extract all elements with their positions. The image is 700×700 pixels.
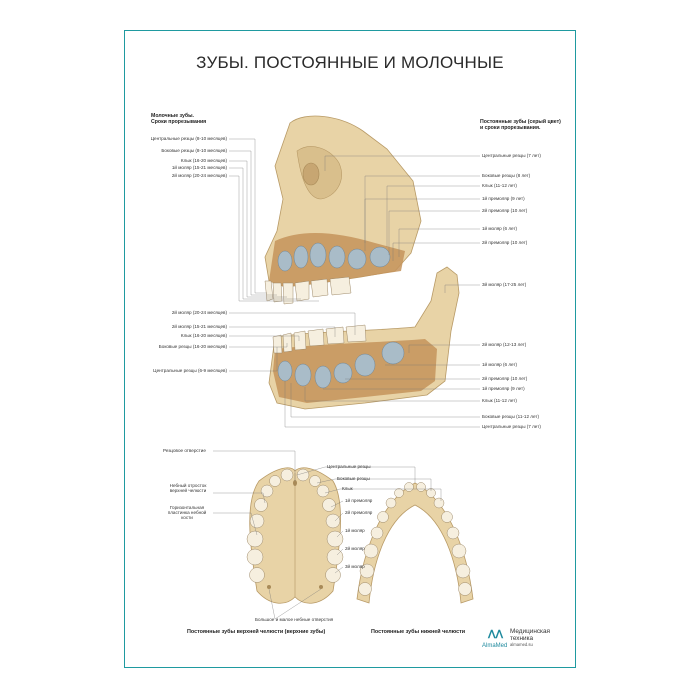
right-heading: Постоянные зубы (серый цвет) и сроки про… [480,119,561,131]
label-primary-lateral-incisor-upper: Боковые резцы (8-10 месяцев) [161,148,227,153]
upper-permanent-buds [277,242,391,272]
brand-logo: ᐱᐱ AlmaMed Медицинская техника almamed.s… [482,628,568,658]
caption-upper-arch: Постоянные зубы верхней челюсти (верхние… [187,629,326,635]
leader-lines-right [284,155,480,428]
label-arch-canine: Клык [342,486,353,491]
logo-line1: Медицинская [510,628,551,635]
maxilla-ridge [296,146,342,200]
label-permanent-second-molar-lower: 2й моляр (12-13 лет) [482,342,527,347]
label-permanent-lateral-incisor-lower: Боковые резцы (11-12 лет) [482,414,540,419]
label-primary-first-molar-lower: 2й моляр (15-21 месяцев) [171,324,227,329]
poster: ЗУБЫ. ПОСТОЯННЫЕ И МОЛОЧНЫЕ Молочные зуб… [124,30,576,668]
label-arch-second-molar: 2й моляр [345,546,365,551]
label-primary-canine-upper: Клык (16-20 месяцев) [180,158,227,163]
label-primary-first-molar-upper: 1й моляр (15-21 месяцев) [171,165,227,170]
label-primary-lateral-incisor-lower: Боковые резцы (16-20 месяцев) [158,344,227,349]
label-palatine-foramina: Большое и малое небные отверстия [255,617,334,622]
almamed-logo-icon: ᐱᐱ [488,629,504,641]
label-arch-central-incisors: Центральные резцы [327,464,371,469]
logo-brand-name: AlmaMed [482,643,508,649]
palatine-foramen-left [267,585,271,589]
label-permanent-canine-upper: Клык (11-12 лет) [482,183,517,188]
label-primary-central-incisor-lower: Центральные резцы (6-9 месяцев) [153,368,227,373]
label-horizontal-plate: Горизонтальная пластинка небной кости [167,505,207,520]
logo-line2: техника [510,635,534,642]
label-primary-second-molar-upper: 2й моляр (20-24 месяцев) [171,173,227,178]
label-permanent-first-premolar-lower: 1й премоляр (9 лет) [482,386,525,391]
right-heading-line: Постоянные зубы (серый цвет) [480,119,561,125]
label-incisive-foramen: Резцовое отверстие [163,448,206,453]
label-permanent-canine-lower: Клык (11-12 лет) [482,398,517,403]
caption-lower-arch: Постоянные зубы нижней челюсти [371,629,466,635]
label-primary-canine-lower: Клык (16-20 месяцев) [180,333,227,338]
label-primary-central-incisor-upper: Центральные резцы (8-10 месяцев) [150,136,227,141]
orbit-hole [302,162,320,186]
upper-arch-teeth [246,468,344,583]
lower-primary-teeth [272,324,367,354]
label-permanent-first-molar-upper: 1й моляр (6 лет) [482,226,518,231]
left-heading-line: Сроки прорезывания [151,119,207,125]
leader-lines-left [229,138,356,372]
label-permanent-third-molar: 3й моляр (17-25 лет) [482,282,527,287]
label-arch-first-molar: 1й моляр [345,528,365,533]
label-permanent-lateral-incisor-upper: Боковые резцы (8 лет) [482,173,531,178]
label-permanent-first-premolar-upper: 1й премоляр (9 лет) [482,196,525,201]
upper-primary-teeth [264,276,352,305]
mandible-arch [356,482,474,604]
left-heading-line: Молочные зубы. [151,113,194,119]
lower-permanent-buds [277,341,405,389]
lower-arch-teeth [358,482,472,596]
leader-lines-bottom [213,450,442,620]
label-palatine-process: Небный отросток верхней челюсти [169,483,207,493]
right-heading-line: и сроки прорезывания. [480,125,541,131]
label-primary-second-molar-lower: 2й моляр (20-24 месяцев) [171,310,227,315]
incisive-foramen [293,480,297,486]
label-arch-third-molar: 3й моляр [345,564,365,569]
label-permanent-central-incisor-upper: Центральные резцы (7 лет) [482,153,541,158]
label-permanent-second-premolar-upper-b: 2й премоляр (10 лет) [482,240,528,245]
label-arch-first-premolar: 1й премоляр [345,498,373,503]
label-arch-lateral-incisors: Боковые резцы [337,476,370,481]
left-heading: Молочные зубы. Сроки прорезывания [151,113,206,125]
logo-url: almamed.su [510,642,533,647]
label-permanent-first-molar-lower: 1й моляр (6 лет) [482,362,518,367]
label-permanent-second-premolar-lower: 2й премоляр (10 лет) [482,376,528,381]
palatine-foramen-right [319,585,323,589]
label-permanent-second-premolar-upper: 2й премоляр (10 лет) [482,208,528,213]
page-title: ЗУБЫ. ПОСТОЯННЫЕ И МОЛОЧНЫЕ [196,53,504,72]
dental-illustration [213,115,480,620]
label-arch-second-premolar: 2й премоляр [345,510,373,515]
label-permanent-central-incisor-lower: Центральные резцы (7 лет) [482,424,541,429]
